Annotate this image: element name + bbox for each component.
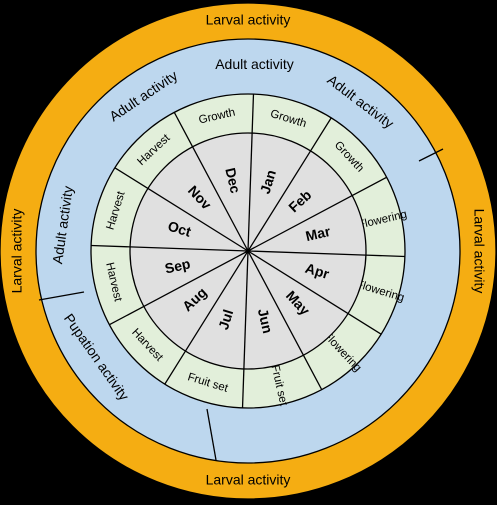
stage-divider bbox=[164, 350, 187, 385]
stage-divider bbox=[109, 305, 145, 326]
month-divider bbox=[192, 146, 249, 252]
middle-ring-divider-lower-right bbox=[206, 408, 217, 461]
month-divider bbox=[247, 250, 304, 356]
month-label-oct: Oct bbox=[166, 218, 193, 240]
month-label-mar: Mar bbox=[304, 223, 332, 244]
month-divider bbox=[247, 150, 312, 252]
month-divider bbox=[184, 250, 249, 352]
month-label-dec: Dec bbox=[222, 166, 243, 195]
month-divider bbox=[143, 250, 249, 307]
stage-dividers bbox=[91, 94, 405, 408]
larval-activity-label-bottom: Larval activity bbox=[206, 472, 291, 488]
larval-activity-label-left: Larval activity bbox=[9, 209, 25, 294]
month-label-jul: Jul bbox=[215, 308, 236, 332]
month-dividers bbox=[130, 133, 366, 369]
stage-divider bbox=[309, 117, 332, 152]
stage-divider bbox=[91, 244, 131, 248]
adult-activity-label-top: Adult activity bbox=[215, 56, 294, 72]
month-label-sep: Sep bbox=[163, 255, 192, 276]
month-label-apr: Apr bbox=[303, 260, 331, 283]
month-divider bbox=[247, 250, 349, 315]
middle-ring-divider-upper-right bbox=[418, 148, 444, 162]
stage-divider bbox=[351, 176, 387, 197]
month-divider bbox=[243, 250, 249, 369]
month-divider bbox=[247, 250, 366, 256]
month-label-jan: Jan bbox=[257, 168, 279, 196]
larval-activity-label-top: Larval activity bbox=[206, 12, 291, 28]
stage-divider bbox=[173, 112, 194, 148]
month-divider bbox=[130, 246, 249, 252]
stage-divider bbox=[302, 354, 323, 390]
month-divider bbox=[247, 195, 353, 252]
stage-divider bbox=[365, 254, 405, 258]
middle-ring-divider-left bbox=[38, 291, 85, 301]
month-divider bbox=[247, 133, 253, 252]
month-divider bbox=[147, 187, 249, 252]
stage-divider bbox=[241, 368, 245, 408]
stage-divider bbox=[251, 94, 255, 134]
stage-divider bbox=[114, 167, 149, 190]
larval-activity-label-right: Larval activity bbox=[471, 209, 487, 294]
month-label-jun: Jun bbox=[255, 307, 276, 335]
stage-divider bbox=[347, 312, 382, 335]
month-ring: Jan Feb Mar Apr May Jun Jul Aug Sep Oct … bbox=[129, 132, 367, 370]
